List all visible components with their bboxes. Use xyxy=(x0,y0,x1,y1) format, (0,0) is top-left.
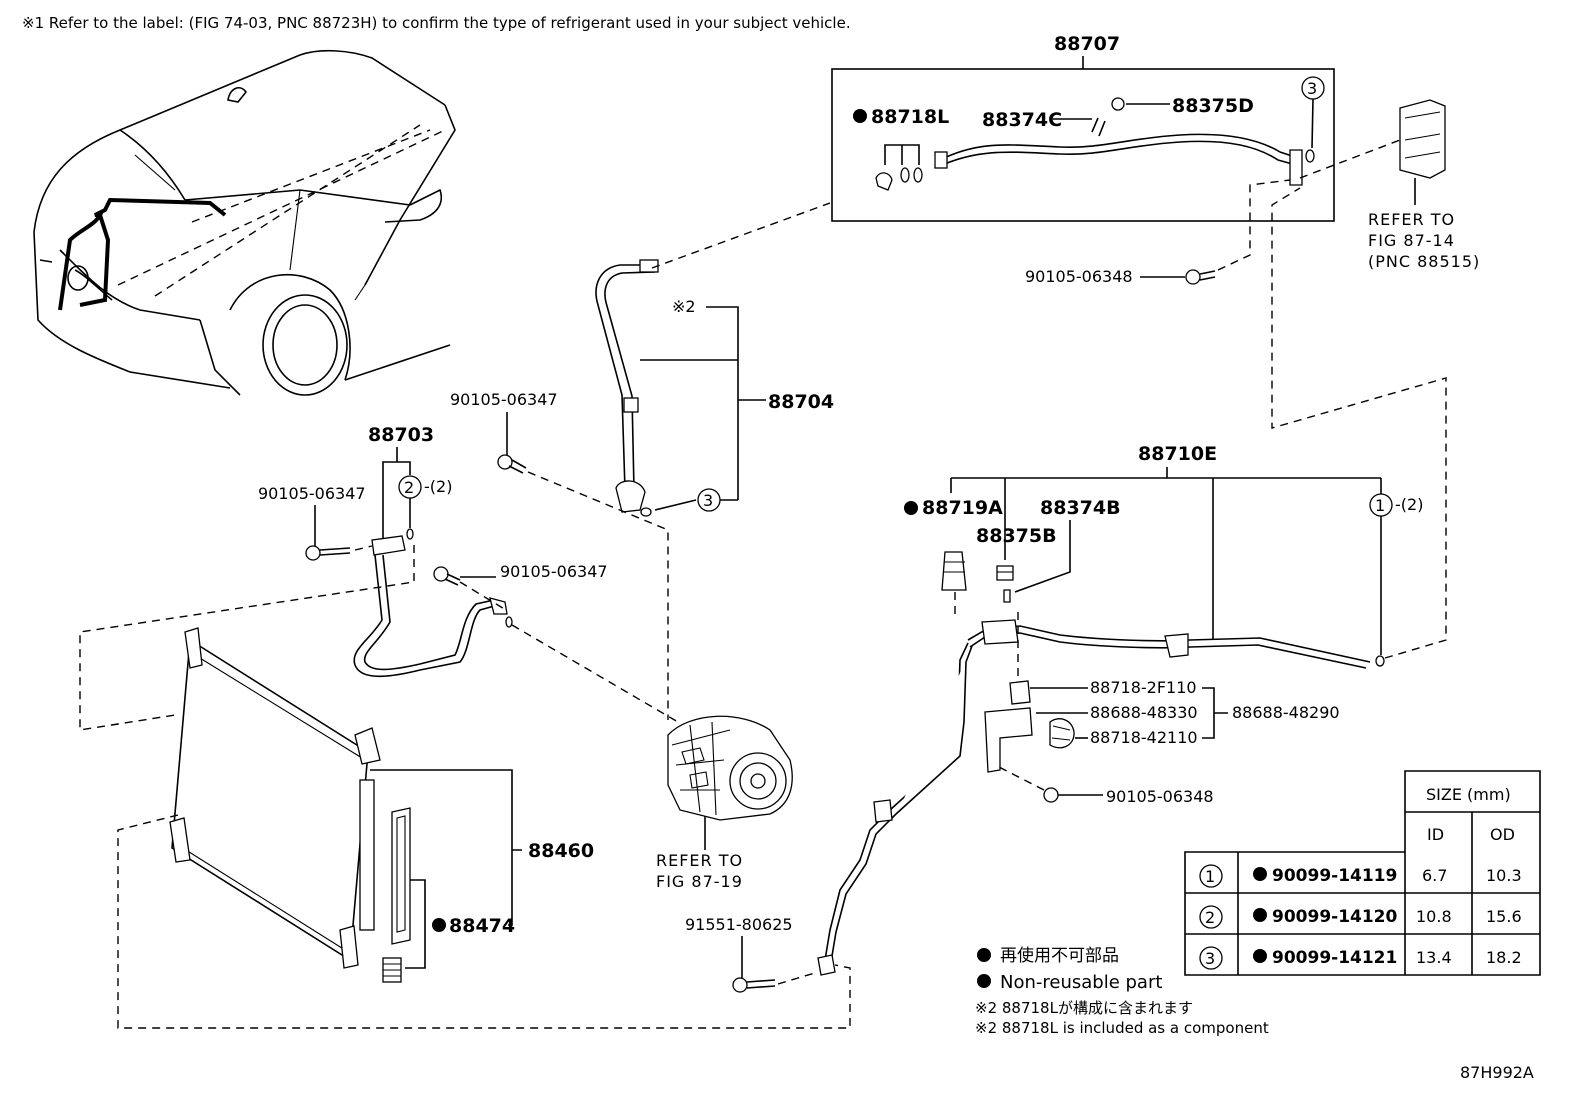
bolt-icon xyxy=(1043,787,1059,803)
table-row-od: 10.3 xyxy=(1486,866,1522,885)
table-row-id: 13.4 xyxy=(1416,948,1452,967)
assembly-88707: 88707 88718L 88374C 88375D 3 xyxy=(831,33,1335,222)
label-88375D: 88375D xyxy=(1172,95,1254,117)
non-reusable-dot xyxy=(904,501,918,515)
table-row-no: 2 xyxy=(1205,908,1215,927)
box-88707 xyxy=(831,68,1335,222)
table-row-no: 3 xyxy=(1205,949,1215,968)
bolt-icon xyxy=(305,545,321,561)
table-row-part: 90099-14121 xyxy=(1272,948,1397,968)
label-88718-42110: 88718-42110 xyxy=(1090,728,1198,747)
non-reusable-dot xyxy=(1253,867,1267,881)
label-90105-06347-right: 90105-06347 xyxy=(500,562,608,581)
table-row-part: 90099-14119 xyxy=(1272,866,1397,886)
size-header: SIZE (mm) xyxy=(1426,785,1511,804)
table-row-part: 90099-14120 xyxy=(1272,907,1398,927)
non-reusable-dot xyxy=(853,109,867,123)
label-88474: 88474 xyxy=(449,915,515,937)
label-91551-80625: 91551-80625 xyxy=(685,915,793,934)
size-table: SIZE (mm) ID OD 1 90099-14119 6.7 10.3 2… xyxy=(1184,770,1541,976)
label-90105-06347-mid: 90105-06347 xyxy=(450,390,558,409)
callout-3-mid: 3 xyxy=(703,491,713,510)
non-reusable-dot xyxy=(1253,908,1267,922)
ref-fig87-14-line3: (PNC 88515) xyxy=(1368,252,1480,271)
label-88704: 88704 xyxy=(768,391,834,413)
callout-2-left: 2 xyxy=(404,478,414,497)
table-row-od: 18.2 xyxy=(1486,948,1522,967)
pipe-88703: 88703 2 -(2) 90105-06347 90105-06347 xyxy=(258,424,679,723)
table-row-id: 6.7 xyxy=(1422,866,1447,885)
hose-88704: ※2 88704 3 xyxy=(595,259,834,517)
callout-3-top: 3 xyxy=(1307,79,1317,98)
ref-fig87-14-line2: FIG 87-14 xyxy=(1368,231,1455,250)
expansion-valve: REFER TO FIG 87-14 (PNC 88515) xyxy=(1299,99,1480,271)
non-reusable-dot xyxy=(432,918,446,932)
ref-fig87-19-line1: REFER TO xyxy=(656,851,743,870)
mark-note2: ※2 xyxy=(672,297,696,316)
label-88375B: 88375B xyxy=(976,525,1057,547)
note2-jp: ※2 88718Lが構成に含まれます xyxy=(975,999,1193,1017)
label-88688-48330: 88688-48330 xyxy=(1090,703,1198,722)
label-88460: 88460 xyxy=(528,840,594,862)
legend: 再使用不可部品 Non-reusable part ※2 88718Lが構成に含… xyxy=(975,945,1269,1037)
label-90105-06348-bot: 90105-06348 xyxy=(1106,787,1214,806)
legend-en: Non-reusable part xyxy=(1000,972,1162,993)
pipe-88710E: 88710E 88719A 88374B 88375B 1 -(2) xyxy=(817,187,1447,976)
legend-jp: 再使用不可部品 xyxy=(1000,945,1119,966)
table-row-no: 1 xyxy=(1205,867,1215,886)
size-col-od: OD xyxy=(1490,825,1515,844)
ref-fig87-19-line2: FIG 87-19 xyxy=(656,872,743,891)
label-90105-06347-left: 90105-06347 xyxy=(258,484,366,503)
illustration-code: 87H992A xyxy=(1460,1063,1534,1082)
bolt-icon xyxy=(732,977,748,993)
label-90105-06348-top: 90105-06348 xyxy=(1025,267,1133,286)
size-col-id: ID xyxy=(1427,825,1444,844)
label-88718L: 88718L xyxy=(871,106,949,128)
note2-en: ※2 88718L is included as a component xyxy=(975,1019,1269,1037)
non-reusable-dot xyxy=(977,948,991,962)
vehicle-sketch xyxy=(33,49,456,396)
non-reusable-dot xyxy=(977,974,991,988)
refrigerant-note: ※1 Refer to the label: (FIG 74-03, PNC 8… xyxy=(22,14,851,32)
non-reusable-dot xyxy=(1253,949,1267,963)
condenser-88460: 88460 88474 xyxy=(117,627,851,1029)
ref-fig87-14-line1: REFER TO xyxy=(1368,210,1455,229)
label-88719A: 88719A xyxy=(922,497,1003,519)
label-88718-2F110: 88718-2F110 xyxy=(1090,678,1197,697)
label-88374C: 88374C xyxy=(982,109,1062,131)
label-88688-48290: 88688-48290 xyxy=(1232,703,1340,722)
table-row-id: 10.8 xyxy=(1416,907,1452,926)
bolt-icon xyxy=(497,454,513,470)
table-row-od: 15.6 xyxy=(1486,907,1522,926)
label-88707: 88707 xyxy=(1054,33,1120,55)
callout-1: 1 xyxy=(1375,496,1385,515)
label-88710E: 88710E xyxy=(1138,443,1217,465)
label-88703: 88703 xyxy=(368,424,434,446)
label-88374B: 88374B xyxy=(1040,497,1121,519)
compressor: REFER TO FIG 87-19 xyxy=(656,715,793,891)
qty-2-left: -(2) xyxy=(424,477,452,496)
bolt-icon xyxy=(1185,269,1201,285)
qty-1: -(2) xyxy=(1395,495,1423,514)
